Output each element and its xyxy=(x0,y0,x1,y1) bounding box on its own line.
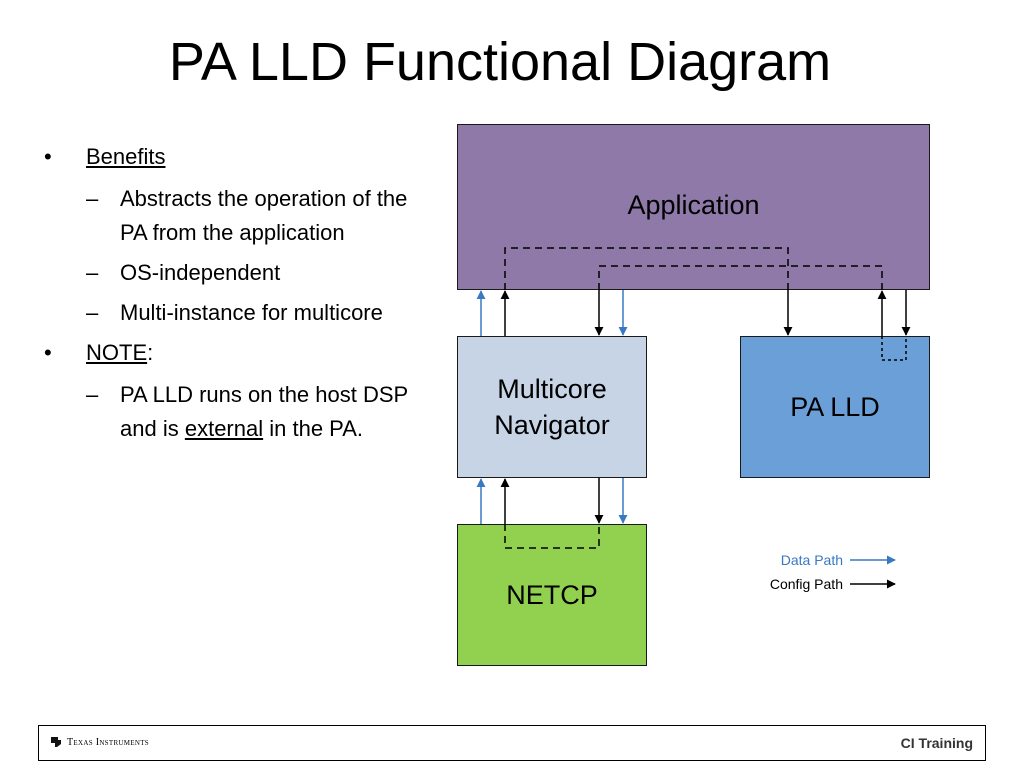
note-text-post: in the PA. xyxy=(269,416,364,441)
benefits-heading: Benefits xyxy=(86,144,166,169)
benefit-item-text: OS-independent xyxy=(120,260,281,285)
bullet-benefits: • Benefits xyxy=(44,140,414,174)
bullet-dash: – xyxy=(86,382,99,407)
bullet-dash: – xyxy=(86,260,99,285)
legend-config-path: Config Path xyxy=(769,576,843,592)
note-item: – PA LLD runs on the host DSP and is ext… xyxy=(44,378,414,446)
benefit-item: – OS-independent xyxy=(44,256,414,290)
benefit-item-text: Abstracts the operation of the PA from t… xyxy=(120,186,408,245)
multicore-navigator-label: Multicore Navigator xyxy=(494,371,610,443)
page-title: PA LLD Functional Diagram xyxy=(168,32,832,92)
netcp-label: NETCP xyxy=(506,580,598,610)
bullet-dot: • xyxy=(44,144,52,169)
application-label: Application xyxy=(627,190,760,220)
bullet-dot: • xyxy=(44,340,52,365)
note-colon: : xyxy=(147,340,154,365)
note-text-external: external xyxy=(184,416,264,441)
navigator-line-1: Multicore xyxy=(497,374,607,404)
benefit-item: – Abstracts the operation of the PA from… xyxy=(44,182,414,250)
multicore-navigator-block: Multicore Navigator xyxy=(457,336,647,478)
bullet-dash: – xyxy=(86,186,99,211)
bullet-list: • Benefits – Abstracts the operation of … xyxy=(44,140,414,452)
note-heading: NOTE xyxy=(86,340,148,365)
bullet-note: • NOTE: xyxy=(44,336,414,370)
netcp-block: NETCP xyxy=(457,524,647,666)
benefit-item-text: Multi-instance for multicore xyxy=(120,300,383,325)
benefit-item: – Multi-instance for multicore xyxy=(44,296,414,330)
bullet-dash: – xyxy=(86,300,99,325)
ti-logo-icon xyxy=(51,737,61,747)
pa-lld-block: PA LLD xyxy=(740,336,930,478)
legend-data-path: Data Path xyxy=(780,552,843,568)
pa-lld-label: PA LLD xyxy=(790,392,880,422)
footer-bar: Texas Instruments CI Training xyxy=(38,725,986,761)
ci-training-label: CI Training xyxy=(900,735,973,751)
application-block: Application xyxy=(457,124,930,290)
note-text-pre: PA LLD runs on the host DSP and is xyxy=(120,382,408,441)
ti-logo: Texas Instruments xyxy=(49,735,149,749)
company-name: Texas Instruments xyxy=(67,736,149,748)
navigator-line-2: Navigator xyxy=(494,410,610,440)
